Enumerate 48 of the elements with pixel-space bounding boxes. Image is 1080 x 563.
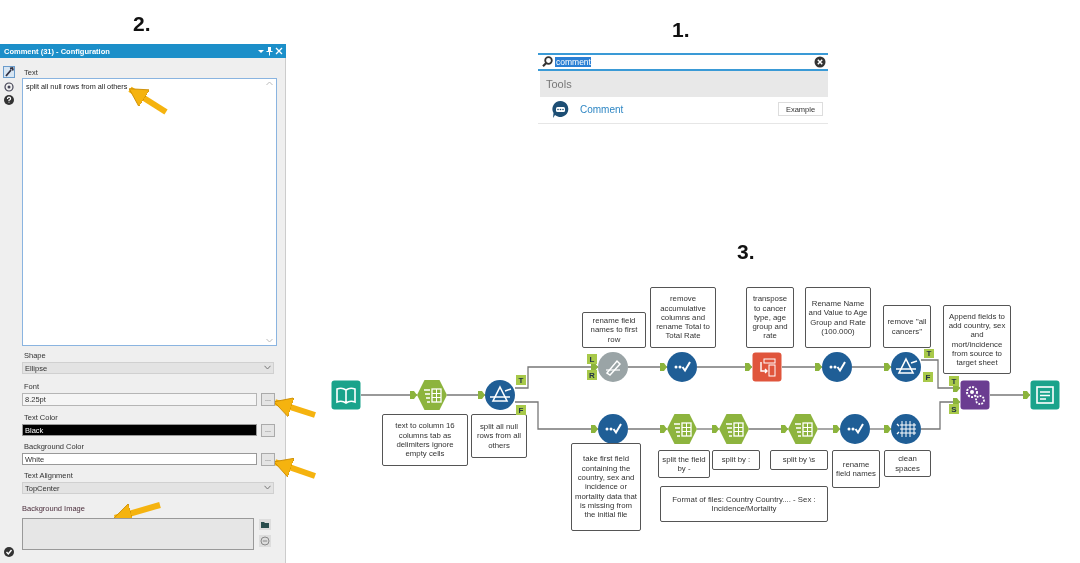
gear-circle-icon: [598, 352, 628, 382]
connector: [360, 391, 418, 399]
anchor-tab: T: [949, 376, 959, 386]
gears-icon: [960, 380, 990, 410]
connector: [514, 363, 599, 389]
book-icon: [331, 380, 361, 410]
connector: [627, 425, 668, 433]
connector: [869, 425, 892, 433]
connector: [696, 425, 720, 433]
connector: [446, 391, 486, 399]
check-circle-icon: [840, 414, 870, 444]
connector: [851, 363, 892, 371]
connector: [696, 363, 753, 371]
table-hexagon-icon: [788, 414, 818, 444]
prism-circle-icon: [485, 380, 515, 410]
section-header: Tools: [540, 71, 828, 97]
tool-name: Comment: [580, 102, 625, 116]
table-hexagon-icon: [417, 380, 447, 410]
connector: [920, 359, 961, 392]
table-hexagon-icon: [719, 414, 749, 444]
connector: [817, 425, 841, 433]
anchor-tab: T: [924, 349, 934, 358]
table-hexagon-icon: [667, 414, 697, 444]
prism-circle-icon: [891, 352, 921, 382]
anchor-tab: F: [923, 372, 933, 382]
anchor-tab: S: [949, 404, 959, 414]
check-circle-icon: [822, 352, 852, 382]
step-number: 1.: [672, 17, 691, 43]
step-number: 2.: [133, 11, 152, 37]
pointer-arrow: [273, 397, 316, 418]
search-query: comment: [555, 57, 591, 67]
step-number: 3.: [737, 239, 756, 265]
anchor-tab: L: [587, 354, 597, 364]
grid-circle-icon: [891, 414, 921, 444]
document-icon: [1030, 380, 1060, 410]
pointer-arrow: [273, 457, 316, 479]
connector: [989, 391, 1031, 399]
connector: [514, 401, 599, 433]
connector: [627, 363, 668, 371]
anchor-tab: F: [516, 405, 526, 415]
connector: [748, 425, 789, 433]
check-circle-icon: [598, 414, 628, 444]
connector: [781, 363, 823, 371]
anchor-tab: T: [516, 375, 526, 385]
pointer-arrow: [128, 86, 168, 115]
anchor-tab: R: [587, 370, 597, 380]
connector: [920, 398, 961, 430]
check-circle-icon: [667, 352, 697, 382]
